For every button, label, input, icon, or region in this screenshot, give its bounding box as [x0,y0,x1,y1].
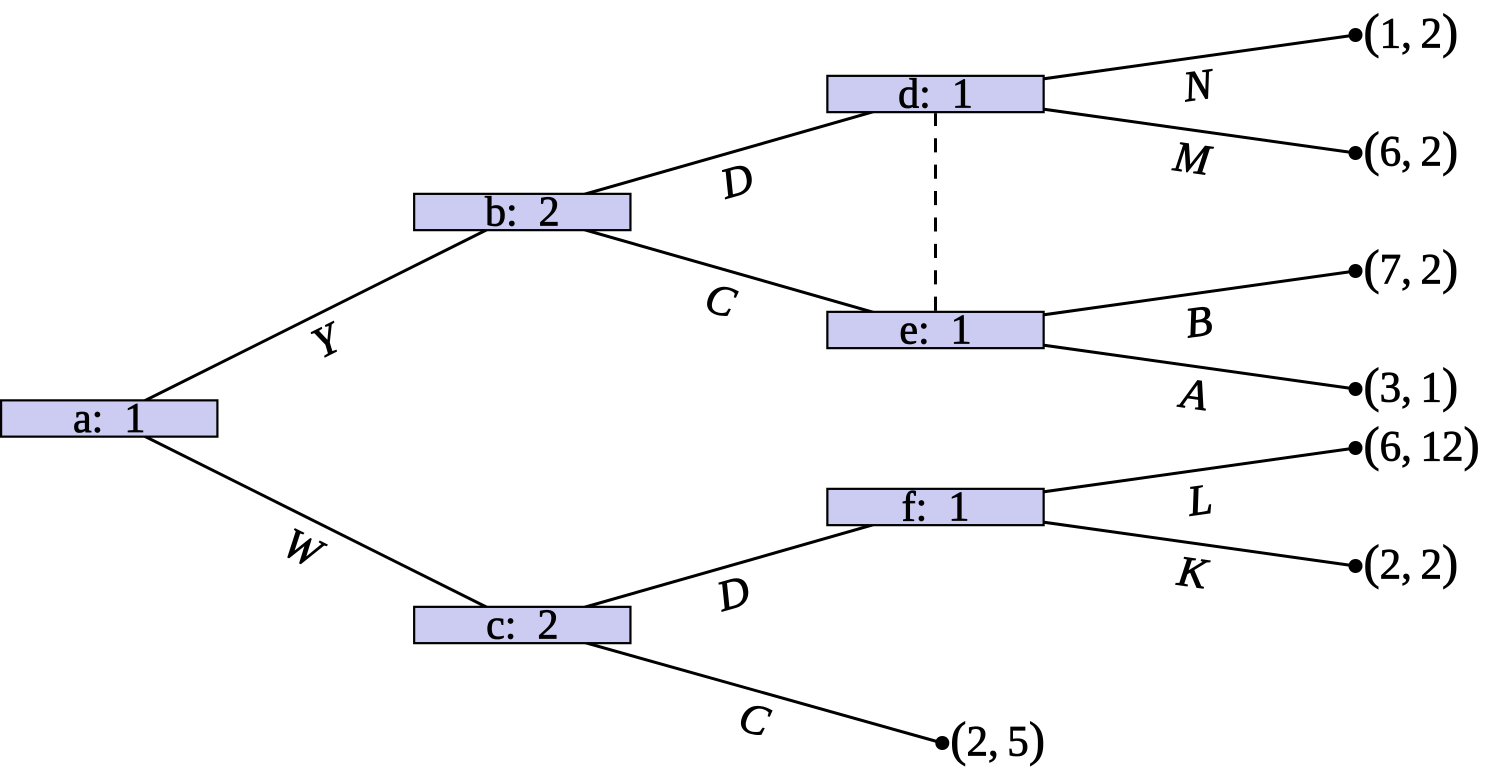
svg-text:(2, 5): (2, 5) [950,714,1045,767]
svg-text:(6, 12): (6, 12) [1364,419,1480,472]
svg-text:D: D [715,155,759,209]
svg-text:C: C [700,274,742,327]
svg-text:(7, 2): (7, 2) [1364,242,1459,295]
svg-text:W: W [275,519,332,579]
svg-text:M: M [1170,133,1215,185]
svg-text:b: 2: b: 2 [485,190,560,236]
svg-text:C: C [734,693,776,746]
svg-text:Y: Y [305,313,351,368]
svg-text:f: 1: f: 1 [902,485,970,531]
svg-text:(3, 1): (3, 1) [1364,360,1459,413]
svg-text:(1, 2): (1, 2) [1364,6,1459,59]
svg-text:A: A [1175,370,1211,421]
svg-text:e: 1: e: 1 [899,308,971,354]
svg-text:L: L [1184,476,1215,526]
svg-text:N: N [1180,60,1218,111]
svg-text:(2, 2): (2, 2) [1364,537,1459,590]
svg-text:D: D [711,567,755,621]
svg-text:c: 2: c: 2 [486,603,558,649]
svg-text:(6, 2): (6, 2) [1364,124,1459,177]
svg-text:a: 1: a: 1 [73,396,145,442]
svg-text:K: K [1174,548,1212,599]
svg-text:d: 1: d: 1 [898,72,973,118]
svg-text:B: B [1183,297,1216,347]
